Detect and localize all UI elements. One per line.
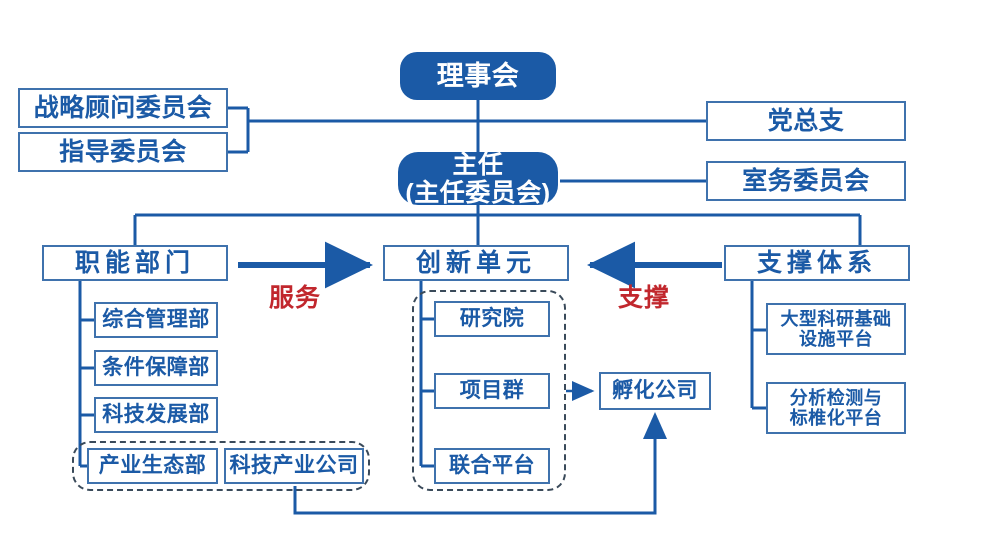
group-innovation-dashed [412,290,566,491]
annotation-support: 支撑 [618,284,671,312]
node-support-system[interactable]: 支撑体系 [724,245,910,281]
node-tech-development-dept[interactable]: 科技发展部 [94,397,218,433]
node-director[interactable]: 主任 (主任委员会) [398,151,558,207]
node-party-branch[interactable]: 党总支 [706,101,906,141]
node-guidance-committee[interactable]: 指导委员会 [18,132,228,172]
node-research-institute[interactable]: 研究院 [434,301,550,337]
node-project-group[interactable]: 项目群 [434,373,550,409]
node-industry-ecology-dept[interactable]: 产业生态部 [87,448,218,484]
node-strategy-advisory-committee[interactable]: 战略顾问委员会 [18,88,228,128]
node-tech-industry-company[interactable]: 科技产业公司 [224,448,364,484]
node-incubator-company[interactable]: 孵化公司 [599,372,711,410]
node-office-committee[interactable]: 室务委员会 [706,161,906,201]
group-industry-dashed [72,441,370,491]
node-analysis-standardization-platform[interactable]: 分析检测与 标椎化平台 [766,382,906,434]
node-condition-support-dept[interactable]: 条件保障部 [94,350,218,386]
node-general-management-dept[interactable]: 综合管理部 [94,302,218,338]
node-large-research-facility-platform[interactable]: 大型科研基础 设施平台 [766,303,906,355]
node-joint-platform[interactable]: 联合平台 [434,448,550,484]
annotation-service: 服务 [269,284,322,312]
node-innovation-unit[interactable]: 创新单元 [383,245,569,281]
node-functional-dept[interactable]: 职能部门 [42,245,228,281]
node-board[interactable]: 理事会 [400,52,556,100]
